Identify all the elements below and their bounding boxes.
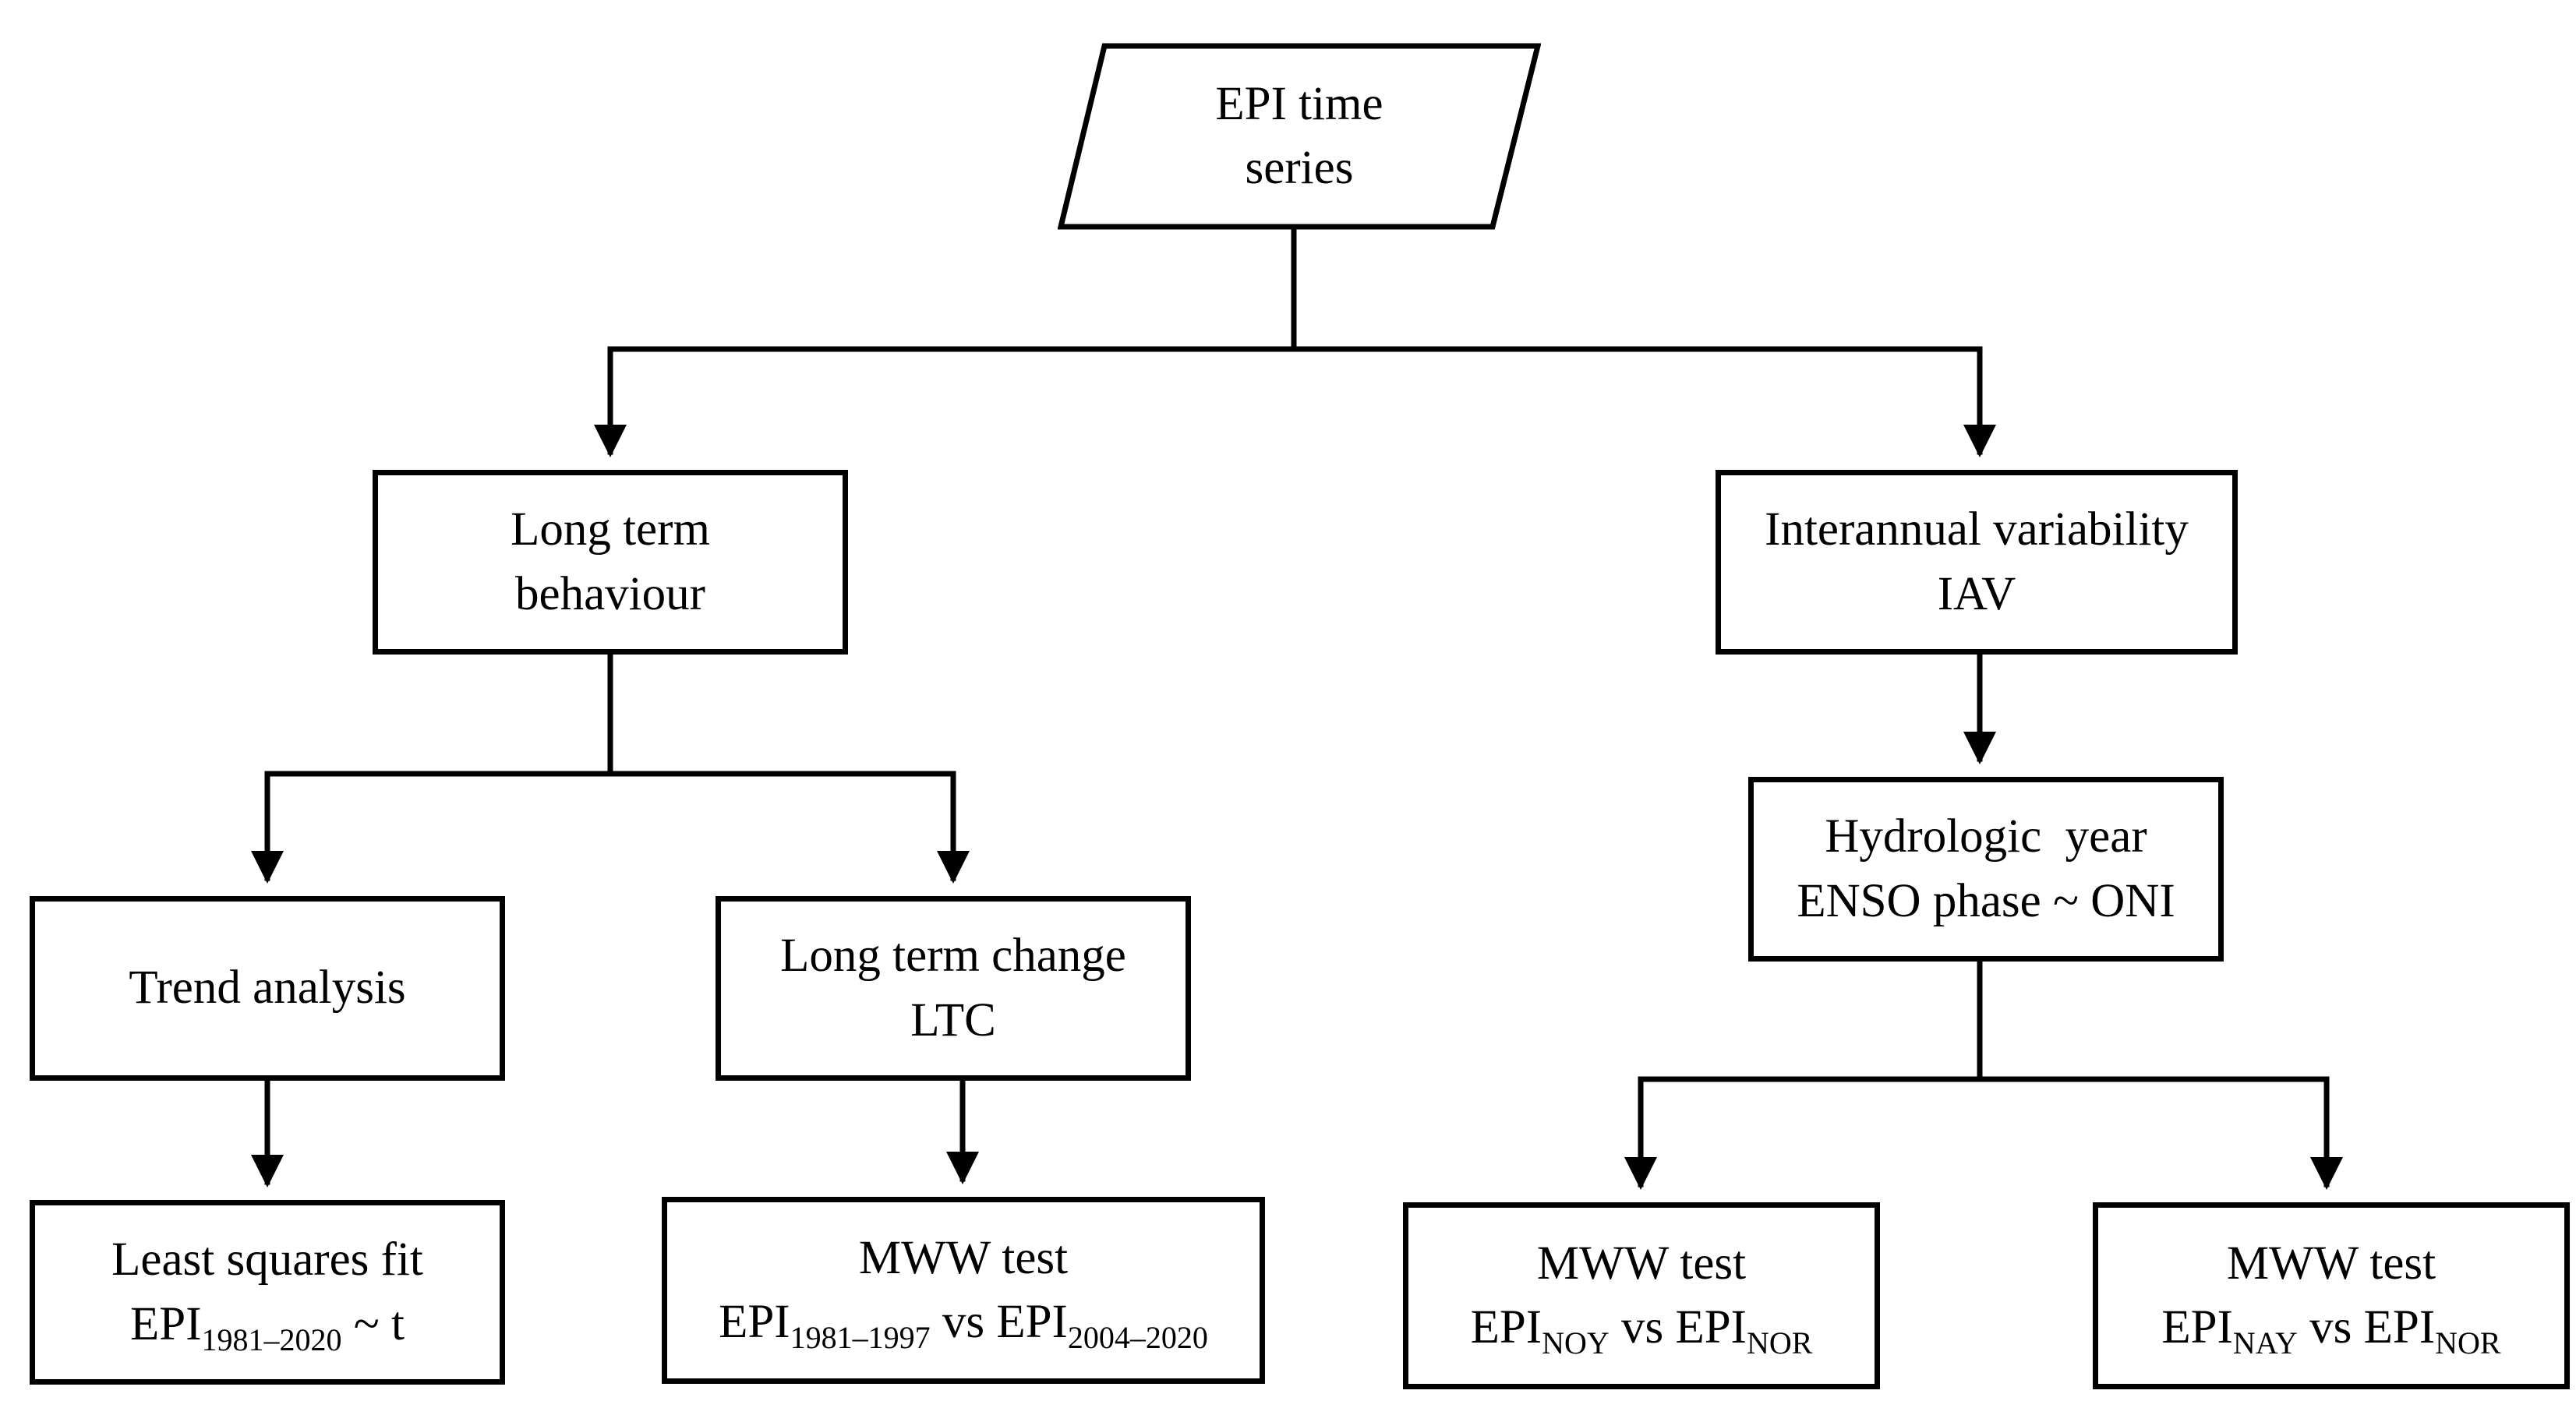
epi-a-text: EPI [2161, 1301, 2233, 1353]
node-label-line1: Hydrologic year [1825, 810, 2147, 863]
node-interannual-variability: Interannual variability IAV [1716, 470, 2238, 655]
epi-b-subscript: NOR [2435, 1325, 2501, 1360]
epi-b-subscript: NOR [1746, 1325, 1813, 1360]
epi-a-subscript: 1981–1997 [790, 1320, 931, 1355]
epi-b-text: EPI [1675, 1301, 1747, 1353]
node-hydrologic-year: Hydrologic year ENSO phase ~ ONI [1748, 777, 2224, 962]
node-label-line1: EPI time [1215, 77, 1383, 130]
node-mww-test-ltc: MWW test EPI1981–1997 vs EPI2004–2020 [662, 1197, 1265, 1384]
epi-b-text: EPI [2363, 1301, 2436, 1353]
node-label-line2: EPI1981–1997 vs EPI2004–2020 [719, 1290, 1208, 1354]
node-label-line1: MWW test [2226, 1237, 2436, 1290]
vs-text: vs [930, 1296, 997, 1348]
epi-a-subscript: NAY [2232, 1325, 2298, 1360]
node-label-line1: Long term change [780, 930, 1126, 983]
epi-text: EPI [130, 1297, 202, 1350]
epi-a-text: EPI [1470, 1301, 1542, 1353]
node-label-line2: EPINOY vs EPINOR [1471, 1296, 1813, 1360]
node-least-squares-fit: Least squares fit EPI1981–2020 ~ t [30, 1200, 505, 1385]
node-long-term-behaviour: Long term behaviour [373, 470, 848, 655]
node-trend-analysis: Trend analysis [30, 896, 505, 1081]
node-label-line2: series [1245, 142, 1354, 194]
tilde-t-text: ~ t [341, 1297, 405, 1350]
node-mww-test-nay: MWW test EPINAY vs EPINOR [2093, 1202, 2570, 1389]
node-label-line2: LTC [910, 993, 996, 1046]
node-label-line1: MWW test [1536, 1237, 1747, 1290]
node-label-line2: behaviour [515, 567, 705, 620]
node-label-line2: EPINAY vs EPINOR [2161, 1296, 2500, 1360]
node-mww-test-noy: MWW test EPINOY vs EPINOR [1403, 1202, 1880, 1389]
node-label-line2: ENSO phase ~ ONI [1797, 874, 2175, 927]
parallelogram-shape [1058, 43, 1541, 230]
period-subscript: 1981–2020 [201, 1322, 342, 1357]
vs-text: vs [2297, 1301, 2364, 1353]
node-label-line1: Interannual variability [1765, 503, 2189, 556]
node-epi-time-series: EPI time series [1058, 43, 1541, 230]
node-label-line1: MWW test [858, 1231, 1069, 1284]
node-label-line1: Trend analysis [129, 962, 406, 1015]
epi-a-subscript: NOY [1542, 1325, 1610, 1360]
node-label-line2: IAV [1937, 567, 2016, 620]
node-label-line1: Least squares fit [111, 1233, 423, 1286]
node-label-line2: EPI1981–2020 ~ t [130, 1293, 405, 1357]
node-long-term-change: Long term change LTC [716, 896, 1191, 1081]
epi-b-text: EPI [996, 1296, 1068, 1348]
epi-a-text: EPI [719, 1296, 790, 1348]
node-label-line1: Long term [511, 503, 710, 556]
epi-b-subscript: 2004–2020 [1067, 1320, 1208, 1355]
vs-text: vs [1609, 1301, 1676, 1353]
